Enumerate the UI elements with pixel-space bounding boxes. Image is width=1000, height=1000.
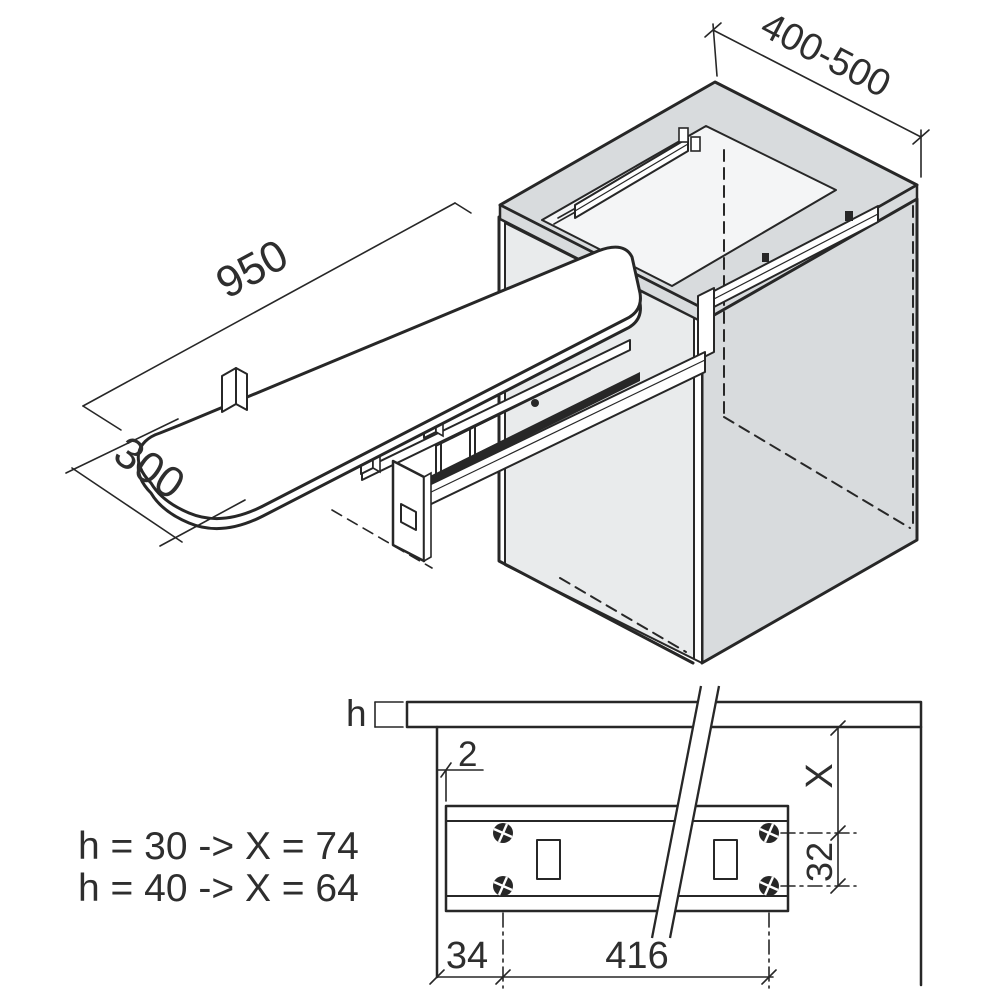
dimension-x: X xyxy=(799,720,846,834)
screw-icon xyxy=(759,876,779,896)
dim-34-label: 34 xyxy=(446,935,488,977)
note-line-2: h = 40 -> X = 64 xyxy=(78,867,359,910)
break-lines xyxy=(650,685,721,939)
hidden-edges xyxy=(559,149,914,653)
note-line-1: h = 30 -> X = 74 xyxy=(78,825,359,868)
dim-416-label: 416 xyxy=(605,935,668,977)
dimension-bottom: 34 416 xyxy=(429,912,777,989)
dimension-32: 32 xyxy=(780,825,857,894)
mounting-rail-left xyxy=(553,127,701,225)
dim-2-label: 2 xyxy=(458,735,477,774)
rail-slot xyxy=(536,839,561,880)
dim-h-label: h xyxy=(346,693,367,734)
dim-x-label: X xyxy=(799,763,841,788)
mounting-rail-right xyxy=(697,205,879,361)
screw-icon xyxy=(493,876,513,896)
ironing-board xyxy=(136,245,642,531)
isometric-view: 400-500 950 300 xyxy=(65,5,930,665)
notes: h = 30 -> X = 74 h = 40 -> X = 64 xyxy=(78,825,359,910)
rail-slot xyxy=(713,839,738,880)
dimension-front-gap: 2 xyxy=(436,735,484,802)
dim-depth-label: 400-500 xyxy=(754,5,897,107)
section-detail: h 2 xyxy=(346,685,923,989)
section-rail xyxy=(444,804,790,913)
screw-icon xyxy=(493,823,513,843)
section-countertop xyxy=(405,700,923,729)
dim-32-label: 32 xyxy=(799,842,840,882)
front-bracket xyxy=(331,459,433,569)
dimension-h: h xyxy=(346,693,404,734)
board-bracket xyxy=(221,367,237,413)
screw-icon xyxy=(759,823,779,843)
ironing-board-top xyxy=(136,245,642,521)
